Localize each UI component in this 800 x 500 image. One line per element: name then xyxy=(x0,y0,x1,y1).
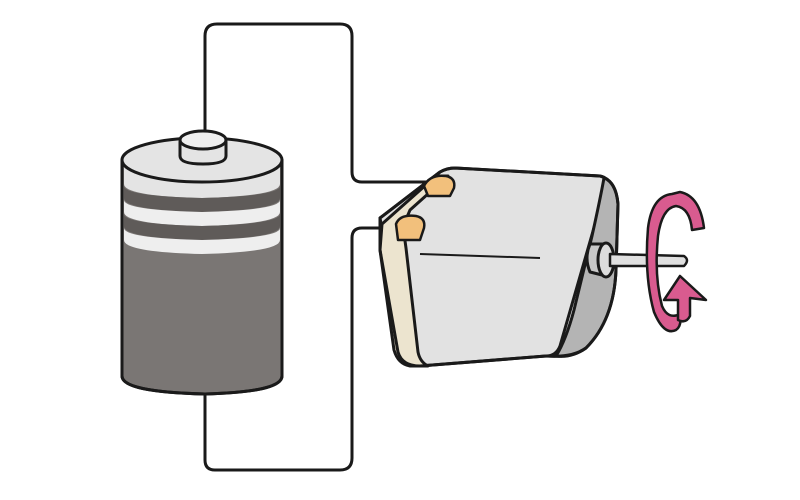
motor xyxy=(378,166,689,368)
battery-band-1 xyxy=(124,186,280,212)
wire-bottom xyxy=(203,226,400,472)
motor-outline xyxy=(378,166,620,368)
rotation-arrowhead xyxy=(662,274,708,323)
battery-outline xyxy=(120,160,284,396)
motor-terminal-top xyxy=(422,174,456,198)
rotation-arrow-icon xyxy=(645,190,708,333)
motor-terminal-bottom xyxy=(394,214,426,242)
motor-seam xyxy=(419,253,541,259)
battery xyxy=(120,129,284,396)
wires xyxy=(203,22,430,472)
battery-band-light-2 xyxy=(124,228,280,254)
battery-band-light-1 xyxy=(124,200,280,226)
battery-band-2 xyxy=(124,214,280,240)
battery-terminal-cap xyxy=(178,129,228,151)
wire-top xyxy=(203,22,430,184)
rotation-ring xyxy=(645,190,706,333)
